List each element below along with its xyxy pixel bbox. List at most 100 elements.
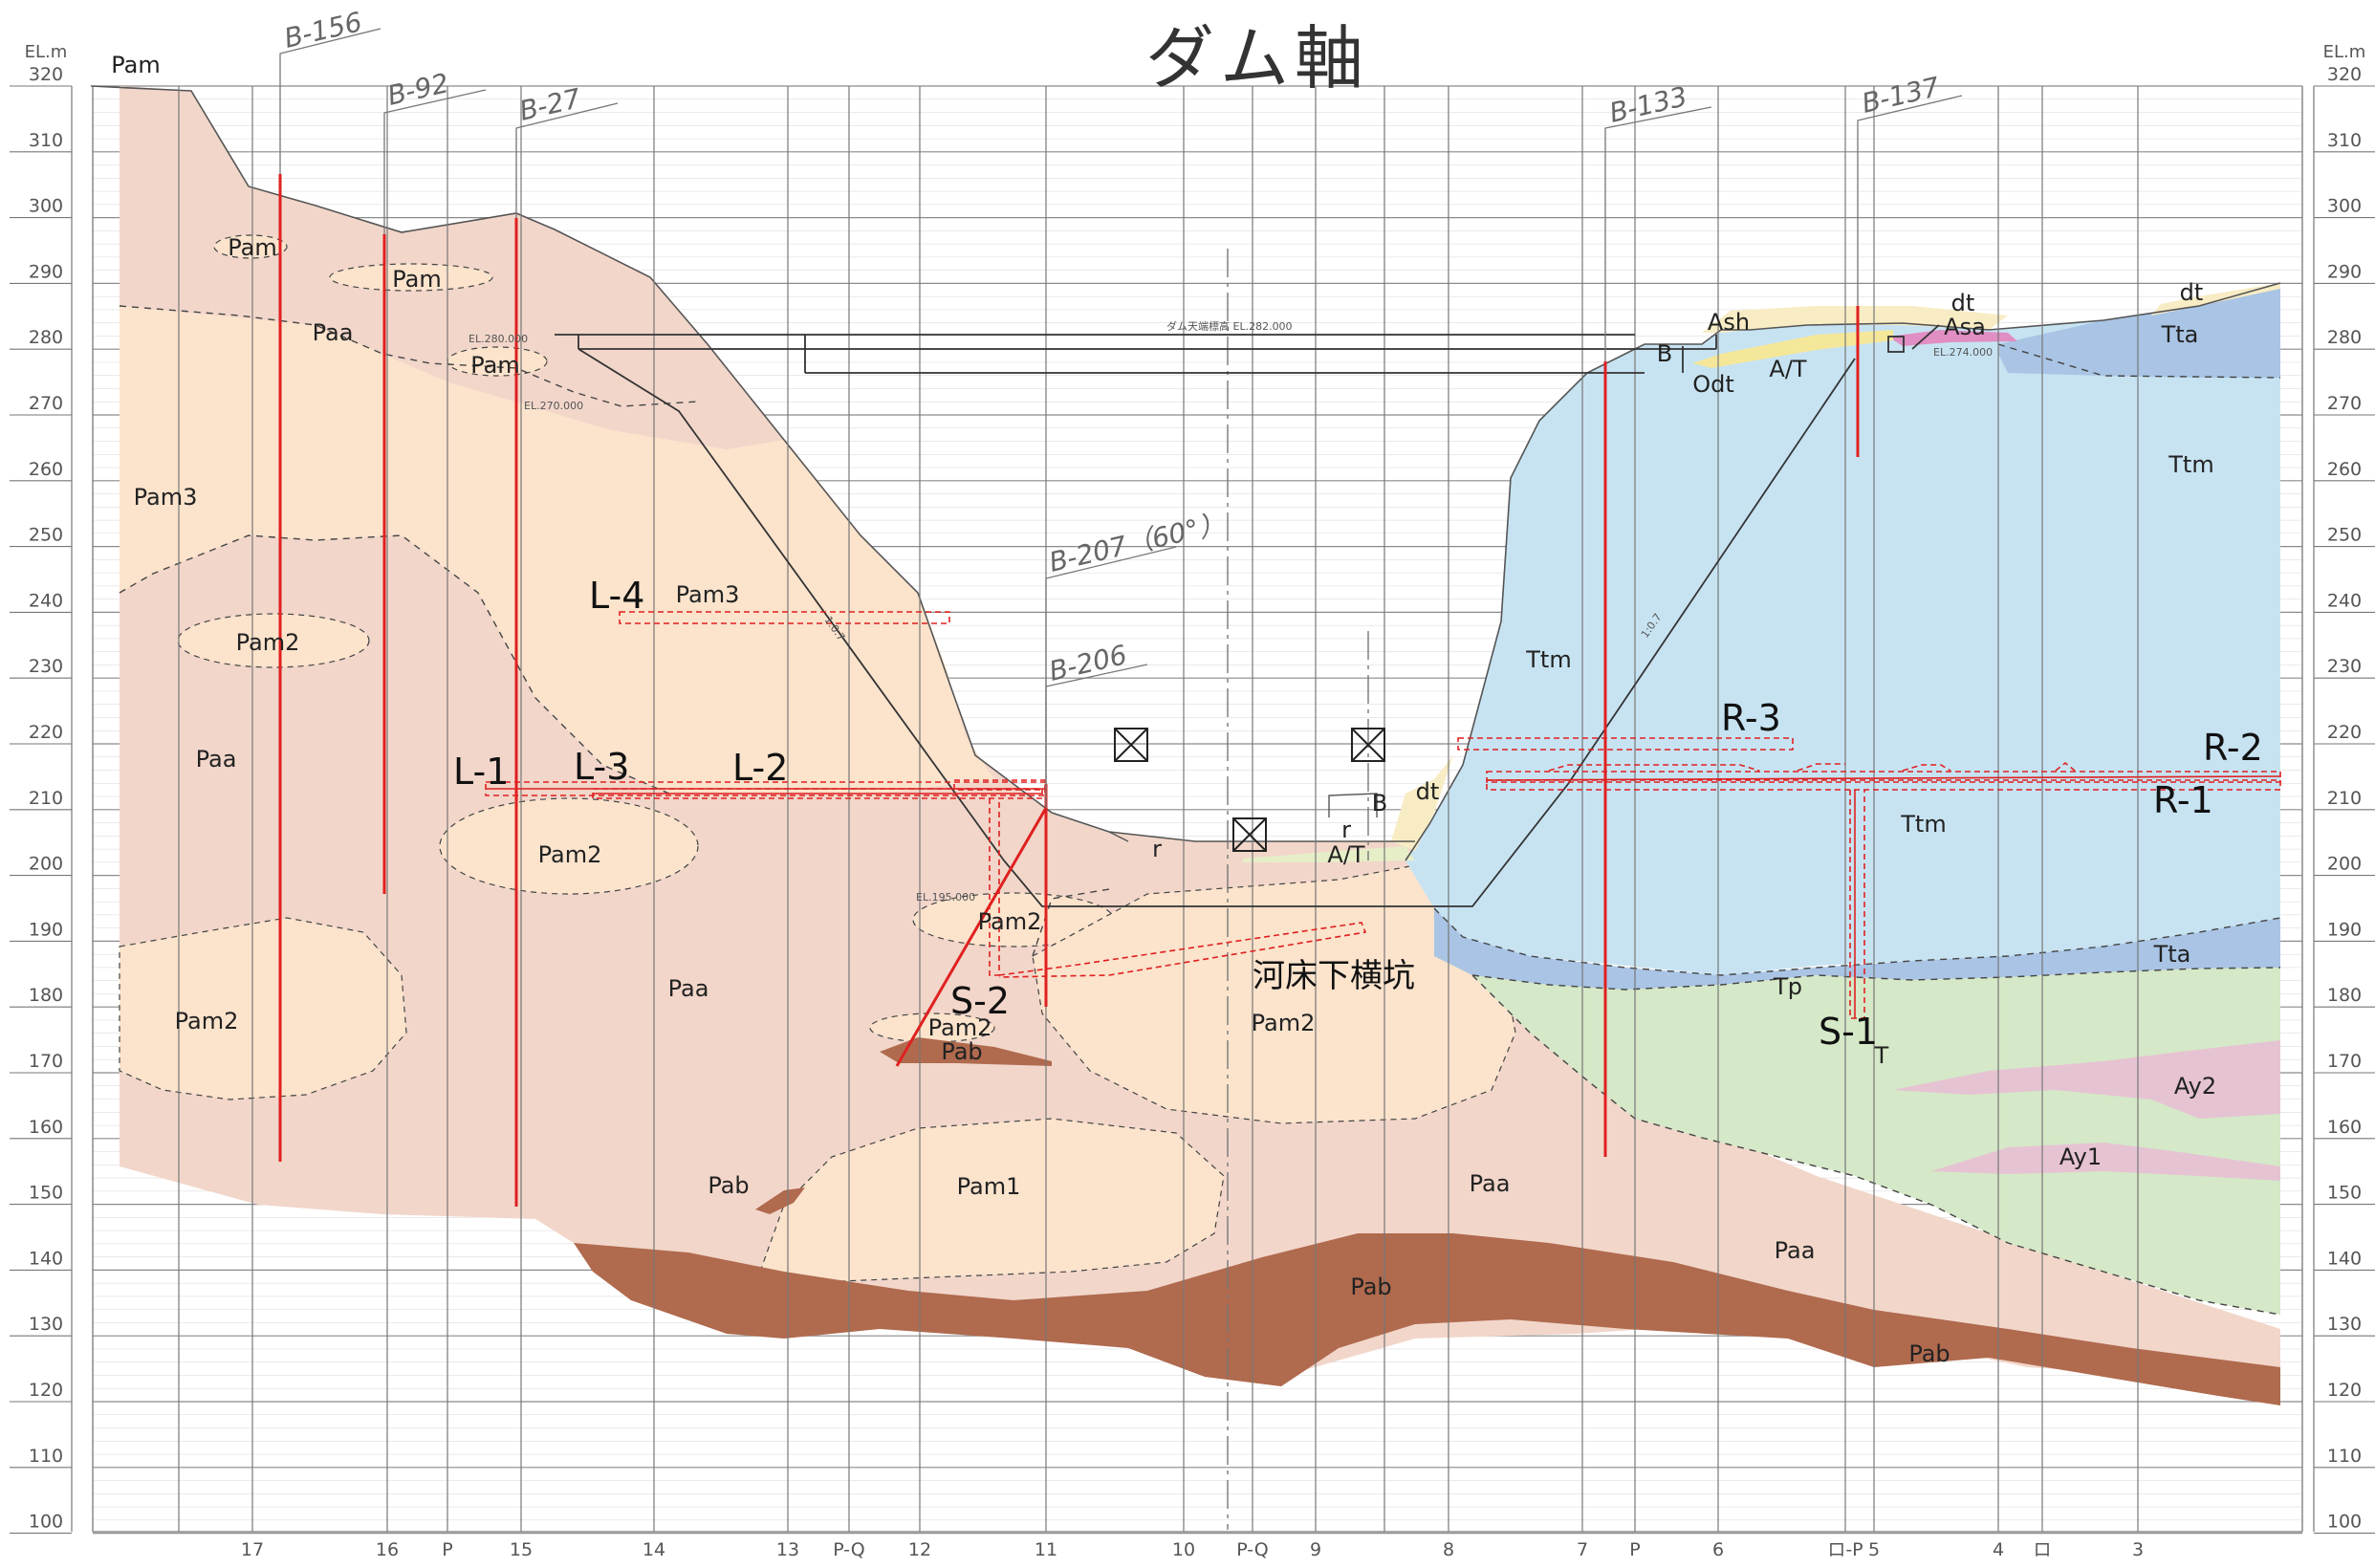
unit-label: dt [1416,778,1440,805]
elevation-label: 220 [2327,722,2362,743]
borehole-label: B-207（60°） [1046,507,1229,577]
unit-label: Pab [1350,1274,1391,1300]
contact-lines [119,305,2281,1316]
tta-upper [1998,287,2280,378]
elevation-label: 170 [29,1051,63,1072]
unit-label: Pab [708,1172,749,1199]
elevation-ticks-left [10,85,72,1535]
grid-label: P [1629,1539,1640,1560]
elevation-scale-left [71,86,73,1532]
grid-label: P [442,1539,452,1560]
unit-label: Pab [1908,1340,1950,1367]
dimension-annotations: ダム天端標高 EL.282.000 EL.280.000 EL.270.000 … [468,319,1993,904]
elevation-label: 130 [29,1314,63,1335]
elevation-label: 100 [29,1512,63,1533]
unit-label: Paa [1470,1170,1511,1197]
elevation-ticks-right [2314,85,2375,1535]
elevation-unit-right: EL.m [2323,42,2366,62]
unit-label: Pam3 [134,484,198,511]
elevation-label: 170 [2327,1051,2362,1072]
paa-upper-band [120,86,698,406]
pam2-body [119,917,407,1100]
unit-label: Tta [2153,941,2191,968]
unit-label: Pam2 [978,908,1042,935]
elevation-label: 280 [29,327,63,348]
elevation-unit-left: EL.m [25,42,68,62]
adit-label-l1: L-1 [453,751,509,793]
geology-layers [119,86,2280,1405]
unit-label: T [1874,1042,1889,1069]
elevation-label: 290 [2327,261,2362,282]
elevation-label: 240 [29,590,63,611]
adit-label-s2: S-2 [950,980,1010,1022]
elevation-note: EL.270.000 [524,400,583,412]
pam3-unit [120,306,994,794]
borehole-lines [278,174,1860,1207]
elevation-label: 180 [29,985,63,1006]
elevation-label: 320 [29,64,63,85]
adit-label-s1: S-1 [1819,1011,1878,1053]
grid-label: 9 [1310,1539,1321,1560]
gallery-box [1114,728,1148,762]
elevation-label: 200 [2327,854,2362,875]
ttm-unit [1405,287,2280,975]
tp-unit [1472,968,2280,1315]
elevation-label: 270 [2327,393,2362,414]
elevation-label: 260 [2327,459,2362,480]
elevation-label: 260 [29,459,63,480]
riverbed-deposit [1243,846,1415,862]
grid-label: 4 [1993,1539,2004,1560]
elevation-label: 130 [2327,1314,2362,1335]
pam1-body [759,1118,1225,1282]
elevation-note: EL.274.000 [1933,346,1993,359]
elevation-label: 290 [29,261,63,282]
unit-label: r [1341,817,1351,843]
elevation-label: 180 [2327,985,2362,1006]
unit-label: Pam [470,352,519,379]
elevation-label: 300 [2327,196,2362,217]
grid-label: ロ-P [1827,1539,1863,1560]
dt-cover [2151,283,2280,316]
elevation-label: 250 [29,525,63,546]
pam-pocket [329,263,493,292]
dam-outline [555,324,1940,907]
adit-label-l2: L-2 [732,747,788,789]
adit-labels: L-4 L-1 L-3 L-2 S-2 S-1 R-3 R-2 R-1 河床下横… [453,575,2263,1053]
unit-label: Pam [111,52,160,78]
elevation-label: 310 [29,130,63,151]
unit-label: Pam1 [957,1173,1021,1200]
elevation-note: EL.280.000 [468,333,528,345]
grid-label: 13 [776,1539,799,1560]
elevation-note: EL.195.000 [916,891,975,904]
unit-label: Pam2 [175,1008,239,1034]
paa-unit [120,86,2280,1377]
grid-label: P-Q [833,1539,865,1560]
borehole-leaders [279,28,1963,808]
grid-label: P-Q [1236,1539,1269,1560]
grid-label: 15 [510,1539,533,1560]
unit-label: Pam2 [236,629,300,656]
adit-label-l4: L-4 [589,575,644,617]
elevation-label: 320 [2327,64,2362,85]
unit-label: Ttm [1900,811,1946,838]
unit-label: Pab [941,1038,982,1065]
elevation-label: 100 [2327,1512,2362,1533]
elevation-label: 200 [29,854,63,875]
pam2-body [439,797,699,895]
unit-label: dt [2180,279,2204,306]
pab-unit [574,1233,2280,1405]
elevation-labels-left: 3203103002902802702602502402302202102001… [29,64,63,1533]
elevation-label: 120 [2327,1380,2362,1401]
crest-elevation-note: ダム天端標高 EL.282.000 [1166,319,1293,333]
unit-label: r [1152,836,1162,862]
grid-label: 7 [1577,1539,1588,1560]
unit-label: Pam [392,266,441,293]
grid-label: 3 [2132,1539,2144,1560]
unit-label: Pam [228,234,276,261]
unit-label: Paa [313,319,354,346]
unit-label: A/T [1769,356,1807,382]
grid-label: 10 [1172,1539,1195,1560]
unit-label: Odt [1692,371,1734,398]
borehole-label: B-133 [1606,80,1690,129]
